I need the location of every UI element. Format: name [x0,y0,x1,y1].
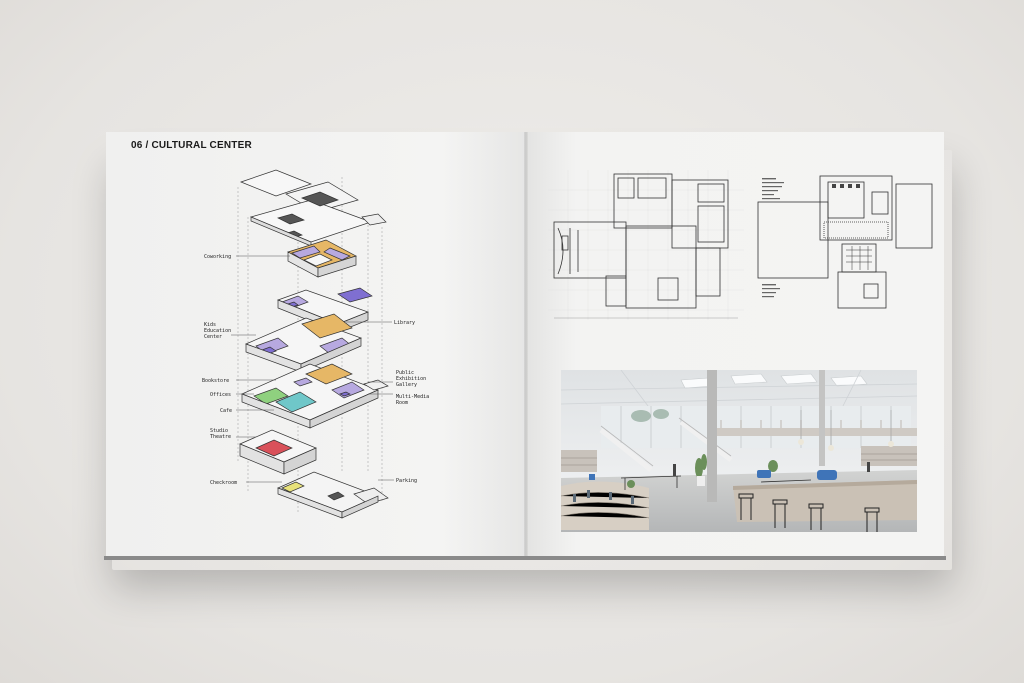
axonometric-labels-left: Coworking Kids Education Center Bookstor… [202,254,237,486]
studio-theatre-layer [239,429,317,475]
ground-floor-layer [241,363,389,429]
cover-edge [104,556,946,560]
label-bookstore: Bookstore [202,378,229,384]
label-library: Library [394,320,415,326]
parking-layer [277,471,389,519]
label-cafe: Cafe [220,408,232,414]
section-title: 06 / CULTURAL CENTER [131,140,252,151]
svg-text:Public: Public [396,370,414,376]
label-parking: Parking [396,478,417,484]
floor-plan-upper [757,175,933,309]
floor-plan-legend [762,178,784,298]
svg-text:Multi-Media: Multi-Media [396,394,429,400]
svg-text:Education: Education [204,328,231,334]
svg-text:Kids: Kids [204,322,216,328]
interior-rendering [561,370,917,532]
svg-text:Gallery: Gallery [396,382,417,388]
coworking-layer [287,239,357,278]
axonometric-labels-right: Library Public Exhibition Gallery Multi-… [394,320,429,484]
floor-plan-ground [548,170,744,320]
exploded-axonometric-diagram: Coworking Kids Education Center Bookstor… [202,169,429,519]
label-offices: Offices [210,392,231,398]
svg-text:Center: Center [204,334,222,340]
label-checkroom: Checkroom [210,480,237,486]
kids-education-layer [245,313,362,373]
book-spine [524,132,528,558]
svg-text:Exhibition: Exhibition [396,376,426,382]
roof-layer [239,169,387,247]
svg-text:Theatre: Theatre [210,434,231,440]
svg-text:Studio: Studio [210,428,228,434]
label-coworking: Coworking [204,254,231,260]
svg-text:Room: Room [396,400,408,406]
